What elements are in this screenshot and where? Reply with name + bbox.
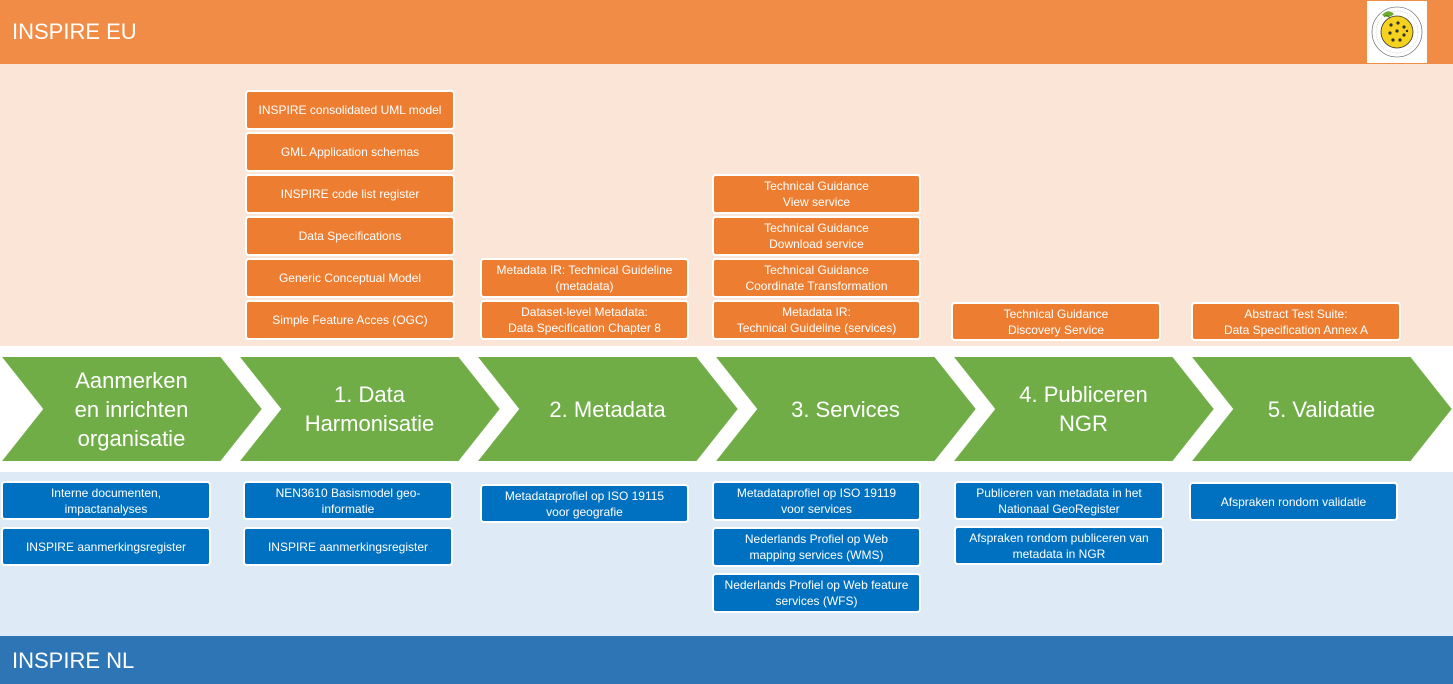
eu-box-label: Simple Feature Acces (OGC) xyxy=(272,313,428,327)
stage-label-3: 2. Metadata xyxy=(549,396,666,422)
nl-box-label: INSPIRE aanmerkingsregister xyxy=(25,539,187,554)
stage-chevrons xyxy=(0,356,1453,462)
inspire-logo-icon xyxy=(1371,6,1423,58)
nl-box-1-2: INSPIRE aanmerkingsregister xyxy=(1,527,211,566)
nl-box-4-2: Nederlands Profiel op Web mapping servic… xyxy=(712,527,921,567)
nl-box-4-3: Nederlands Profiel op Web feature servic… xyxy=(712,573,921,613)
eu-box-3-2: Technical Guidance Download service xyxy=(712,216,921,256)
eu-box-label: Metadata IR: Technical Guideline (metada… xyxy=(496,263,673,293)
eu-box-3-1: Technical Guidance View service xyxy=(712,174,921,214)
inspire-nl-title: INSPIRE NL xyxy=(12,648,135,673)
nl-box-label: INSPIRE aanmerkingsregister xyxy=(267,539,429,554)
nl-box-label: Interne documenten, impactanalyses xyxy=(50,485,162,516)
eu-box-2-2: Dataset-level Metadata: Data Specificati… xyxy=(480,300,689,340)
eu-box-1-5: Generic Conceptual Model xyxy=(245,258,455,298)
eu-box-2-1: Metadata IR: Technical Guideline (metada… xyxy=(480,258,689,298)
eu-box-3-3: Technical Guidance Coordinate Transforma… xyxy=(712,258,921,298)
nl-box-4-1: Metadataprofiel op ISO 19119 voor servic… xyxy=(712,481,921,521)
stage-chevron-4 xyxy=(712,356,979,462)
nl-box-1-1: Interne documenten, impactanalyses xyxy=(1,481,211,520)
eu-box-label: Technical Guidance View service xyxy=(764,179,869,209)
eu-box-label: Dataset-level Metadata: Data Specificati… xyxy=(508,305,661,335)
eu-box-3-4: Metadata IR: Technical Guideline (servic… xyxy=(712,300,921,340)
nl-box-label: Metadataprofiel op ISO 19119 voor servic… xyxy=(736,486,897,516)
nl-box-label: Nederlands Profiel op Web feature servic… xyxy=(724,578,909,608)
stage-label-4: 3. Services xyxy=(791,396,900,422)
nl-box-label: Afspraken rondom publiceren van metadata… xyxy=(969,530,1149,561)
eu-box-label: Data Specifications xyxy=(298,229,402,243)
eu-box-label: INSPIRE code list register xyxy=(280,187,420,201)
nl-box-label: NEN3610 Basismodel geo- informatie xyxy=(275,485,421,516)
stage-chevron-6 xyxy=(1188,356,1453,462)
inspire-logo xyxy=(1367,1,1427,63)
eu-box-label: Technical Guidance Download service xyxy=(764,221,869,251)
eu-box-1-6: Simple Feature Acces (OGC) xyxy=(245,300,455,340)
eu-box-1-3: INSPIRE code list register xyxy=(245,174,455,214)
stage-label-2: 1. Data Harmonisatie xyxy=(304,382,435,436)
inspire-nl-header: INSPIRE NL xyxy=(0,636,1453,684)
nl-box-5-1: Publiceren van metadata in het Nationaal… xyxy=(954,481,1164,520)
stage-chevron-5 xyxy=(950,356,1217,462)
eu-box-label: INSPIRE consolidated UML model xyxy=(258,103,442,117)
stage-chevron-2 xyxy=(236,356,503,462)
eu-box-label: Technical Guidance Discovery Service xyxy=(1003,306,1109,337)
eu-box-5-1: Abstract Test Suite: Data Specification … xyxy=(1191,302,1401,341)
eu-box-1-4: Data Specifications xyxy=(245,216,455,256)
nl-box-2-1: NEN3610 Basismodel geo- informatie xyxy=(243,481,453,520)
stage-label-5: 4. Publiceren NGR xyxy=(1019,382,1148,436)
inspire-eu-title: INSPIRE EU xyxy=(12,19,137,44)
nl-box-2-2: INSPIRE aanmerkingsregister xyxy=(243,527,453,566)
eu-box-label: Technical Guidance Coordinate Transforma… xyxy=(745,263,888,293)
eu-box-1-2: GML Application schemas xyxy=(245,132,455,172)
nl-box-label: Afspraken rondom validatie xyxy=(1220,494,1367,509)
stage-chevron-3 xyxy=(474,356,741,462)
eu-box-label: Abstract Test Suite: Data Specification … xyxy=(1223,306,1369,337)
nl-box-6-1: Afspraken rondom validatie xyxy=(1189,482,1398,521)
eu-box-1-1: INSPIRE consolidated UML model xyxy=(245,90,455,130)
eu-box-4-1: Technical Guidance Discovery Service xyxy=(951,302,1161,341)
eu-box-label: GML Application schemas xyxy=(280,145,420,159)
nl-box-3-1: Metadataprofiel op ISO 19115 voor geogra… xyxy=(480,484,689,523)
nl-box-label: Nederlands Profiel op Web mapping servic… xyxy=(744,532,889,562)
inspire-eu-header: INSPIRE EU xyxy=(0,0,1453,64)
nl-box-5-2: Afspraken rondom publiceren van metadata… xyxy=(954,526,1164,565)
stage-chevron-1 xyxy=(0,356,265,462)
eu-box-label: Generic Conceptual Model xyxy=(278,271,422,285)
nl-box-label: Publiceren van metadata in het Nationaal… xyxy=(976,485,1142,516)
stage-label-6: 5. Validatie xyxy=(1267,396,1376,422)
nl-box-label: Metadataprofiel op ISO 19115 voor geogra… xyxy=(504,488,665,519)
eu-box-label: Metadata IR: Technical Guideline (servic… xyxy=(736,305,897,335)
stage-label-1: Aanmerken en inrichten organisatie xyxy=(74,367,189,451)
